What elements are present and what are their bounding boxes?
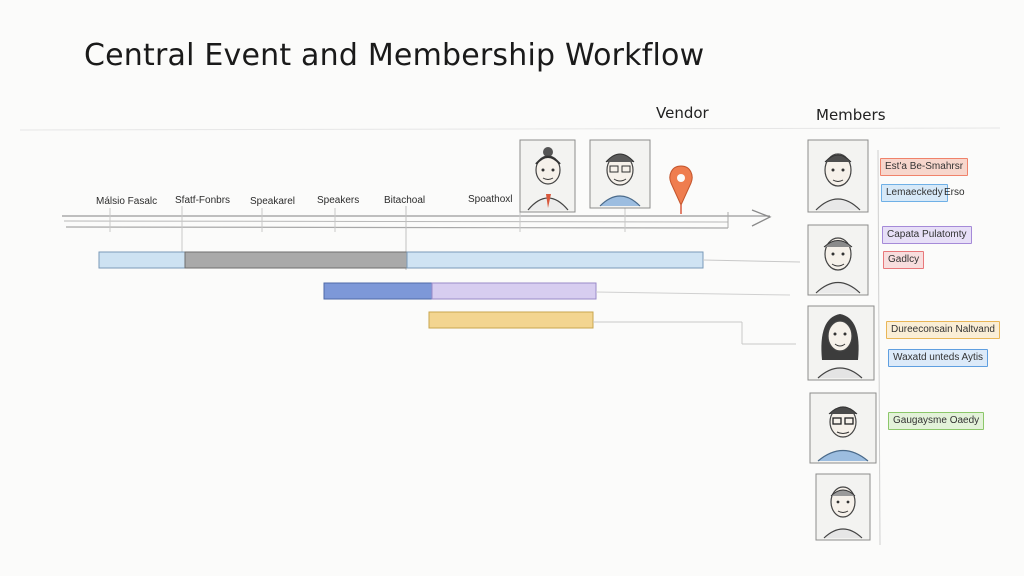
timeline-label: Speakarel [250, 196, 296, 207]
bar-catering [428, 311, 594, 329]
members-connector [877, 149, 881, 546]
bar-speakers [323, 282, 433, 300]
member-portrait-1 [807, 139, 869, 213]
gantt-bars [98, 251, 801, 345]
member-tag: Gaugaysme Oaedy [888, 412, 985, 430]
member-tag: Lemaeckedy [881, 184, 948, 202]
bar-delivery [406, 251, 704, 269]
member-portrait-3 [807, 305, 875, 381]
vendor-label: Vendor [656, 104, 709, 122]
timeline-label: Bitachoal [384, 195, 426, 206]
member-tag: Capata Pulatomty [882, 226, 972, 244]
member-portrait-4 [809, 392, 877, 464]
members-label: Members [816, 106, 886, 124]
timeline-arrowhead-icon [751, 209, 772, 227]
timeline-label: Sfatf-Fonbrs [175, 195, 231, 206]
member-tag: Dureeconsain Naltvand [886, 321, 1000, 339]
tie-icon [546, 194, 551, 208]
member-portrait-5 [815, 473, 871, 541]
sketch-frame-line [19, 127, 1001, 131]
timeline-axis [62, 206, 772, 270]
member-tag: Waxatd unteds Aytis [888, 349, 989, 367]
timeline-label: Spoathoxl [468, 194, 513, 205]
page-title: Central Event and Membership Workflow [84, 38, 705, 73]
vendor-portrait-2 [589, 139, 651, 209]
member-tag: Erso [944, 187, 965, 198]
location-pin-icon [669, 165, 693, 214]
timeline-label: Speakers [317, 195, 360, 206]
member-portrait-2 [807, 224, 869, 296]
vendor-portrait-1 [519, 139, 576, 213]
timeline-label: Málsio Fasalc [96, 196, 158, 207]
bar-registration [98, 251, 186, 269]
bar-planning [184, 251, 408, 269]
member-tag: Est'a Be-Smahrsr [880, 158, 969, 176]
bar-sessions [431, 282, 597, 300]
member-tag: Gadlcy [883, 251, 925, 269]
